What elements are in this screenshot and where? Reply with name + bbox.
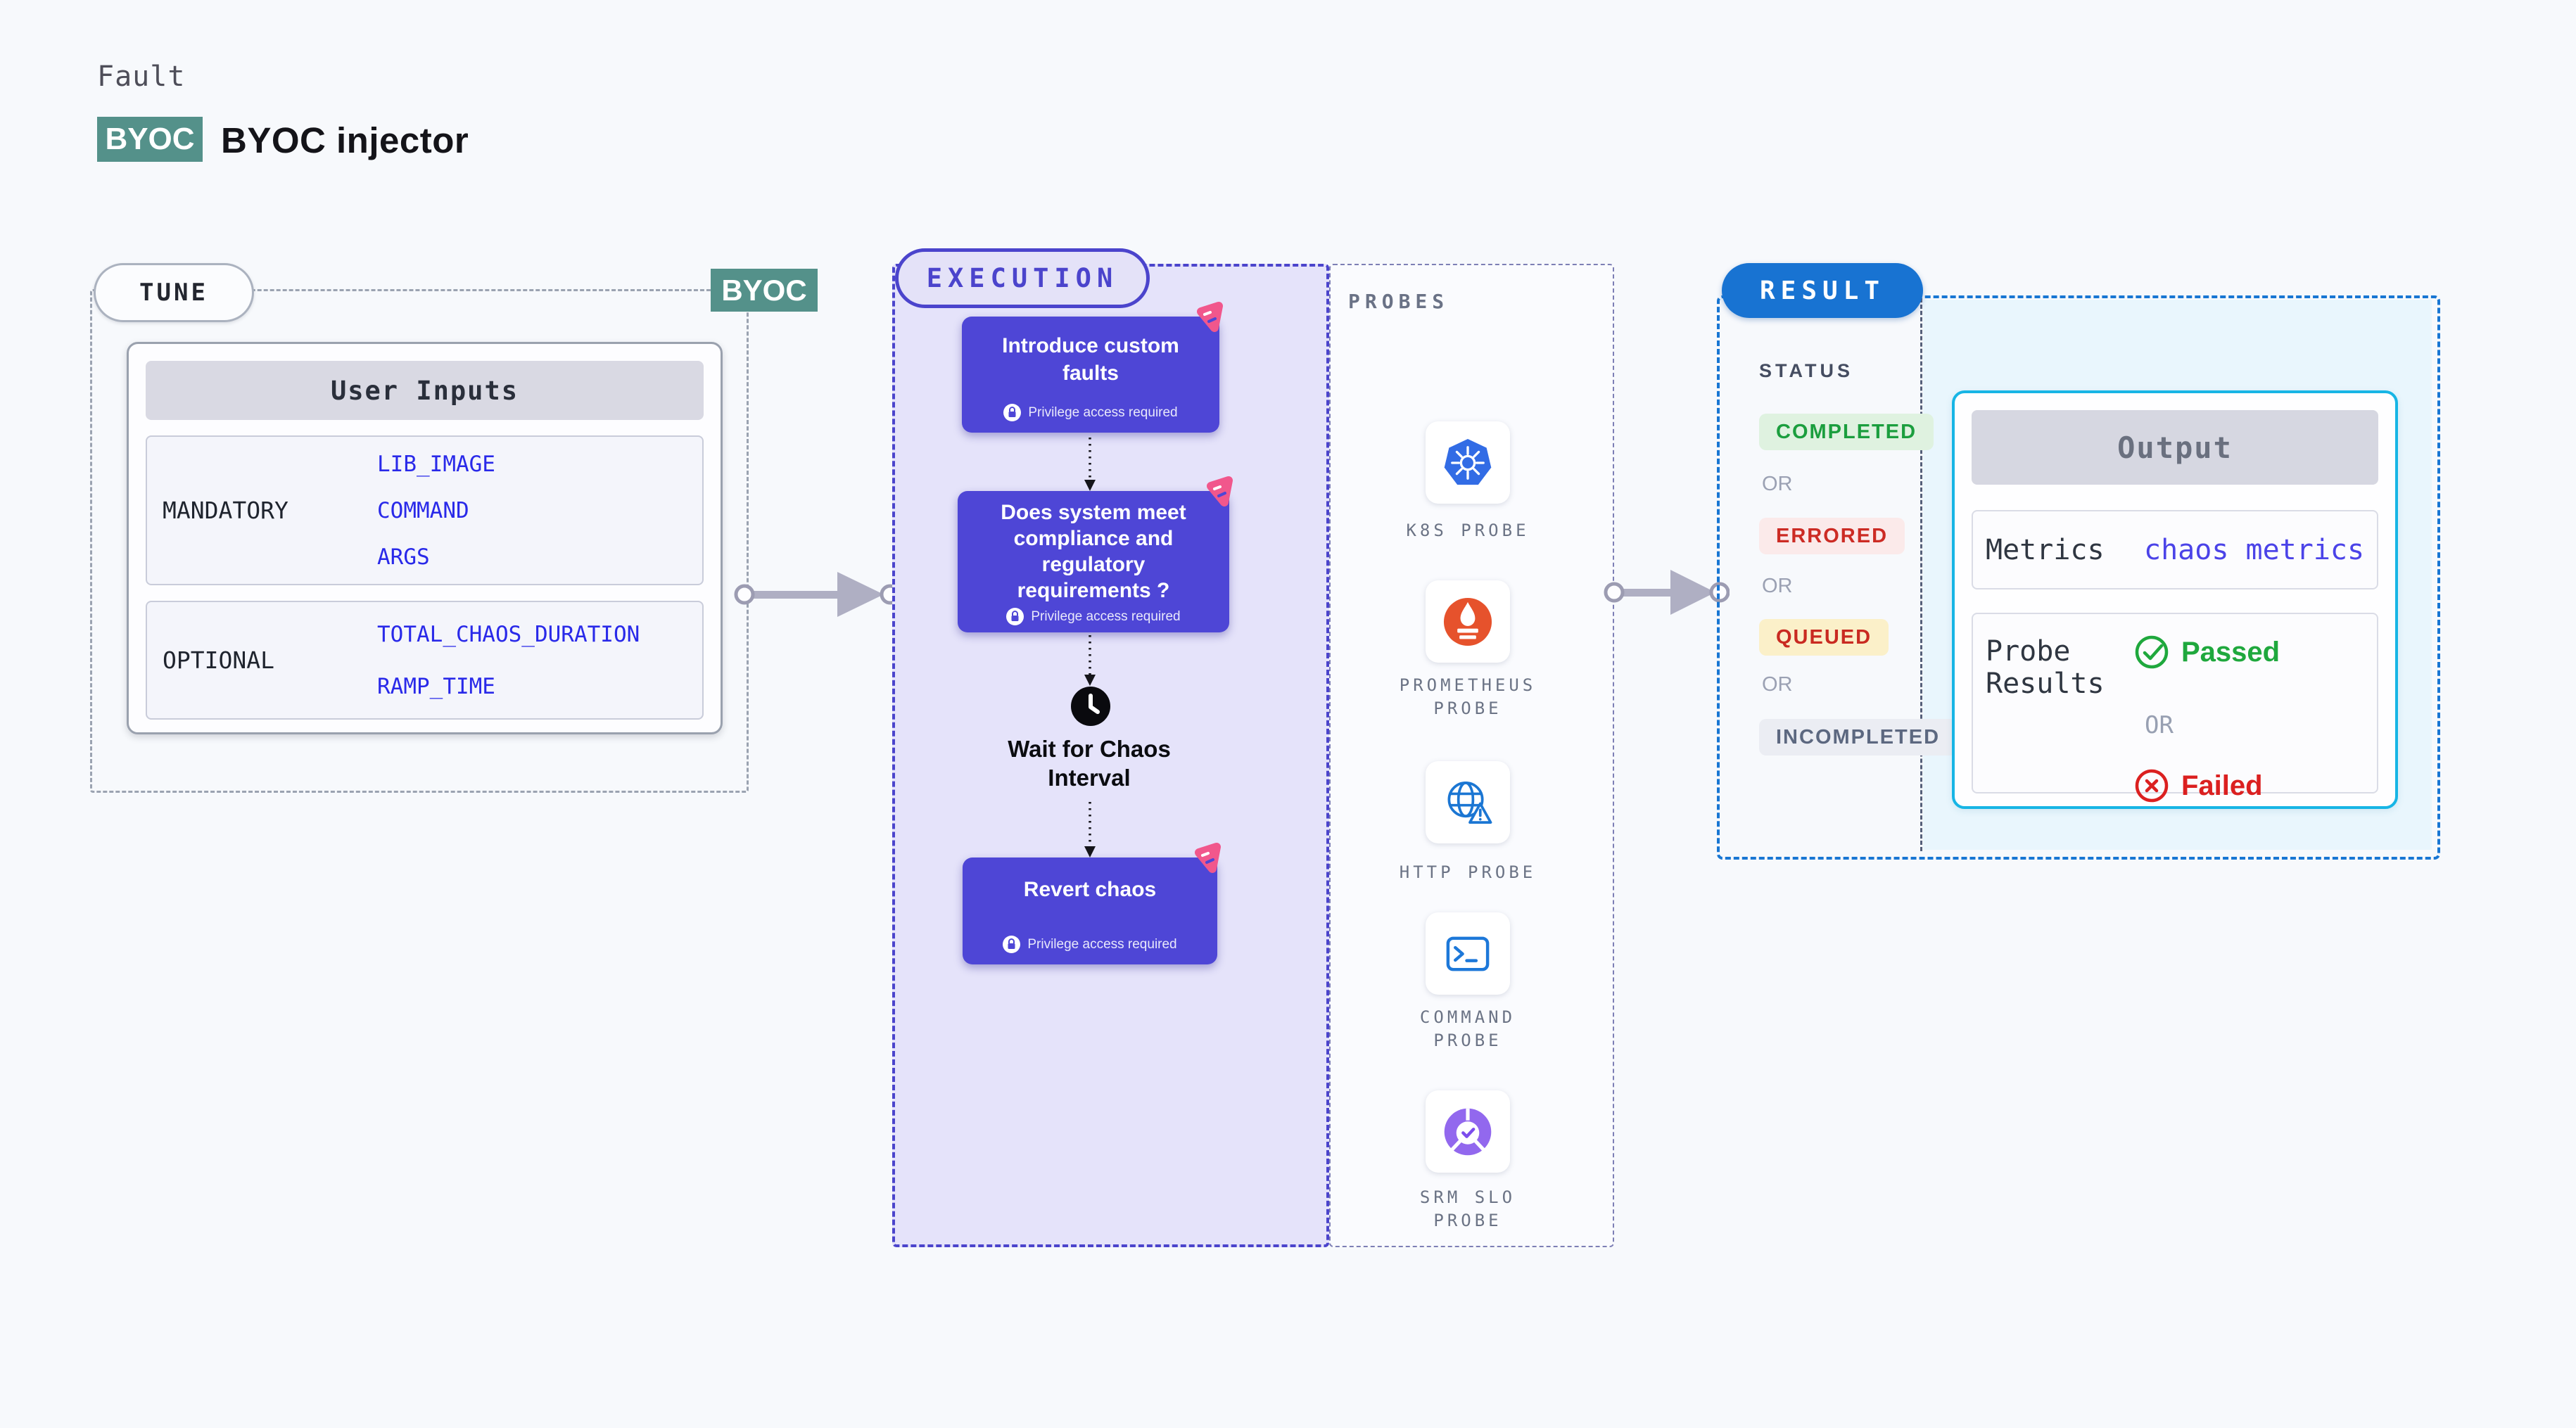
mandatory-label: MANDATORY xyxy=(163,497,288,524)
status-badge-incompleted: INCOMPLETED xyxy=(1759,719,1958,756)
passed-label: Passed xyxy=(2181,636,2280,668)
kubernetes-icon xyxy=(1444,438,1492,485)
privilege-text: Privilege access required xyxy=(1028,404,1178,420)
metrics-label: Metrics xyxy=(1986,533,2105,566)
check-circle-icon xyxy=(2135,635,2169,669)
privilege-text: Privilege access required xyxy=(1027,936,1177,952)
status-badge-completed: COMPLETED xyxy=(1759,414,1934,450)
http-globe-icon xyxy=(1447,781,1492,824)
step-introduce-faults: Introduce custom faults Privilege access… xyxy=(962,302,1223,433)
wait-step-label: Wait for Chaos Interval xyxy=(1008,736,1171,791)
probe-node-prometheus xyxy=(1426,580,1510,663)
lock-icon xyxy=(1003,404,1022,421)
passed-result: Passed xyxy=(2133,634,2280,670)
env-var: LIB_IMAGE xyxy=(377,451,495,477)
or-separator: OR xyxy=(1762,575,1793,597)
mandatory-row: MANDATORY LIB_IMAGE COMMAND ARGS xyxy=(146,435,704,585)
probe-node-http xyxy=(1426,761,1510,843)
result-section-box xyxy=(1717,295,2440,860)
result-status-divider xyxy=(1920,298,1922,851)
privilege-text: Privilege access required xyxy=(1031,608,1181,624)
probe-node-k8s xyxy=(1426,421,1510,504)
probe-node-command xyxy=(1426,912,1510,995)
probe-results-label: Probe Results xyxy=(1986,635,2105,700)
flow-dotted-arrow xyxy=(1084,438,1096,491)
status-heading: STATUS xyxy=(1759,360,1853,381)
failed-result: Failed xyxy=(2133,767,2263,804)
command-terminal-icon xyxy=(1446,936,1490,971)
optional-row: OPTIONAL TOTAL_CHAOS_DURATION RAMP_TIME xyxy=(146,601,704,720)
step-title: Does system meet compliance and regulato… xyxy=(1001,501,1186,602)
step-title: Introduce custom faults xyxy=(1002,334,1179,385)
flow-dotted-arrow xyxy=(1084,802,1096,858)
env-var: RAMP_TIME xyxy=(377,673,495,699)
clock-icon xyxy=(1071,687,1110,726)
privilege-note: Privilege access required xyxy=(962,404,1219,421)
env-var: TOTAL_CHAOS_DURATION xyxy=(377,621,640,647)
privilege-note: Privilege access required xyxy=(958,608,1229,625)
metrics-value: chaos metrics xyxy=(2144,533,2365,566)
probe-label-srm-slo: SRM SLO PROBE xyxy=(1419,1187,1516,1230)
or-separator: OR xyxy=(1762,473,1793,495)
probe-node-srm-slo xyxy=(1426,1090,1510,1173)
optional-values: TOTAL_CHAOS_DURATION RAMP_TIME xyxy=(377,622,640,699)
env-var: COMMAND xyxy=(377,497,469,523)
probes-heading: PROBES xyxy=(1348,290,1449,313)
fault-eyebrow: Fault xyxy=(97,60,186,93)
step-compliance-check: Does system meet compliance and regulato… xyxy=(958,476,1233,632)
tune-to-execution-arrow xyxy=(734,572,901,617)
probe-label-prometheus: PROMETHEUS PROBE xyxy=(1399,675,1537,718)
execution-section-pill: EXECUTION xyxy=(895,248,1150,308)
step-revert-chaos: Revert chaos Privilege access required xyxy=(963,843,1221,964)
chaos-pink-icon xyxy=(1207,476,1233,506)
chaos-pink-icon xyxy=(1195,843,1221,873)
byoc-header-badge: BYOC xyxy=(97,117,203,162)
result-section-pill: RESULT xyxy=(1722,263,1923,318)
lock-icon xyxy=(1003,936,1021,953)
prometheus-icon xyxy=(1443,597,1492,646)
probe-results-row: Probe Results Passed OR Failed xyxy=(1972,613,2378,803)
status-badge-queued: QUEUED xyxy=(1759,619,1889,656)
tune-section-box xyxy=(90,289,749,793)
metrics-row: Metrics chaos metrics xyxy=(1972,510,2378,589)
chaos-pink-icon xyxy=(1197,302,1223,332)
page-title: BYOC injector xyxy=(221,120,469,160)
or-separator: OR xyxy=(2145,711,2174,739)
step-title: Revert chaos xyxy=(1023,878,1157,901)
status-badge-errored: ERRORED xyxy=(1759,518,1905,554)
probe-label-k8s: K8S PROBE xyxy=(1406,521,1530,540)
execution-to-result-arrow xyxy=(1604,570,1730,615)
flow-dotted-arrow xyxy=(1084,635,1096,686)
env-var: ARGS xyxy=(377,544,430,570)
output-card: Output Metrics chaos metrics Probe Resul… xyxy=(1952,390,2398,809)
failed-label: Failed xyxy=(2181,770,2263,801)
tune-section-pill: TUNE xyxy=(94,263,254,322)
srm-slo-gauge-icon xyxy=(1444,1108,1492,1155)
mandatory-values: LIB_IMAGE COMMAND ARGS xyxy=(377,452,495,570)
user-inputs-card: User Inputs MANDATORY LIB_IMAGE COMMAND … xyxy=(127,342,723,734)
byoc-corner-badge: BYOC xyxy=(711,269,818,312)
or-separator: OR xyxy=(1762,673,1793,696)
probe-label-http: HTTP PROBE xyxy=(1399,862,1537,882)
x-circle-icon xyxy=(2135,769,2169,803)
probe-label-command: COMMAND PROBE xyxy=(1419,1007,1516,1050)
output-header: Output xyxy=(1972,410,2378,485)
optional-label: OPTIONAL xyxy=(163,646,274,674)
user-inputs-header: User Inputs xyxy=(146,361,704,420)
lock-icon xyxy=(1006,608,1024,625)
privilege-note: Privilege access required xyxy=(963,936,1217,953)
